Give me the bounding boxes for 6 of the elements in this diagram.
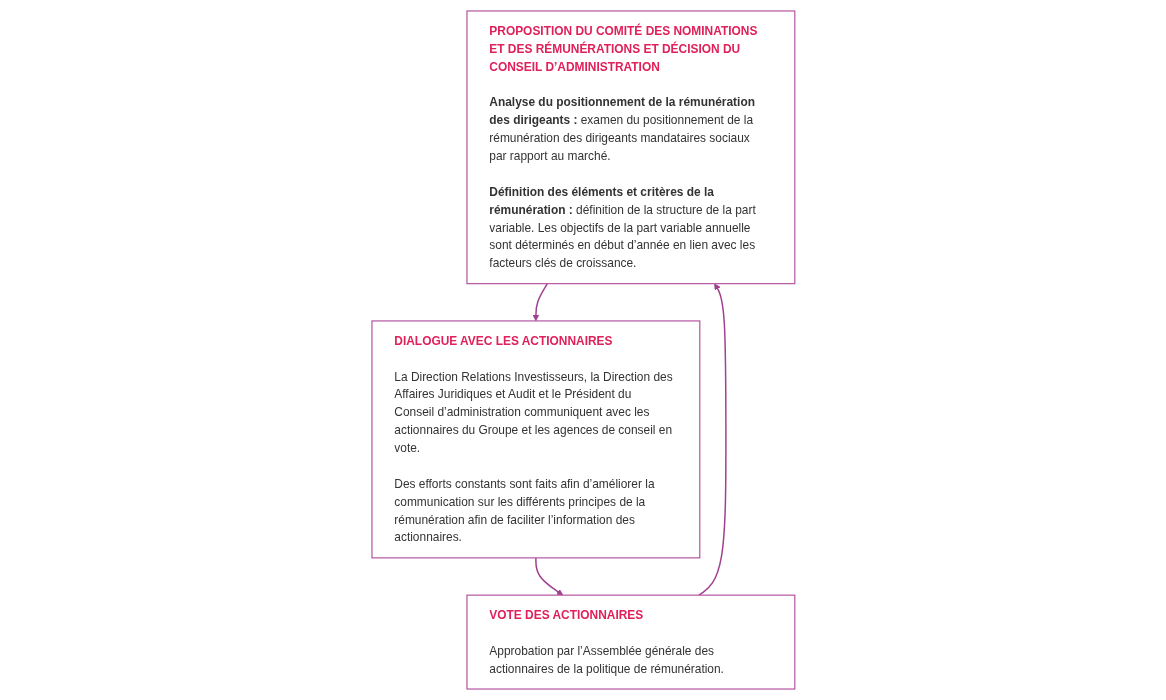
arrow (697, 283, 727, 596)
arrow (532, 282, 548, 322)
node-box: DIALOGUE AVEC LES ACTIONNAIRES La Direction Relations Investisseurs, la Direction des Affaires Juridiques et Audit et le Président du Conseil d’administration communiquent avec les actionnaires du Groupe et les agences de conseil en vote. Des efforts constants sont faits afin d’améliorer la communication sur les différents principes de la rémunération afin de faciliter l’information des actionnaires. (371, 320, 700, 559)
node-box: VOTE DES ACTIONNAIRES Approbation par l’Assemblée générale des actionnaires de la politique de rémunération. (466, 594, 795, 690)
arrow (534, 557, 563, 596)
node-box: PROPOSITION DU COMITÉ DES NOMINATIONS ET DES RÉMUNÉRATIONS ET DÉCISION DU CONSEIL D’ADMINISTRATION Analyse du positionnement de la rémunération des dirigeants : examen du positionnement de la rémunération des dirigeants mandataires sociaux par rapport au marché. Définition des éléments et critères de la rémunération : définition de la structure de la part variable. Les objectifs de la part variable annuelle sont déterminés en début d’année en lien avec les facteurs clés de croissance. (466, 10, 795, 285)
